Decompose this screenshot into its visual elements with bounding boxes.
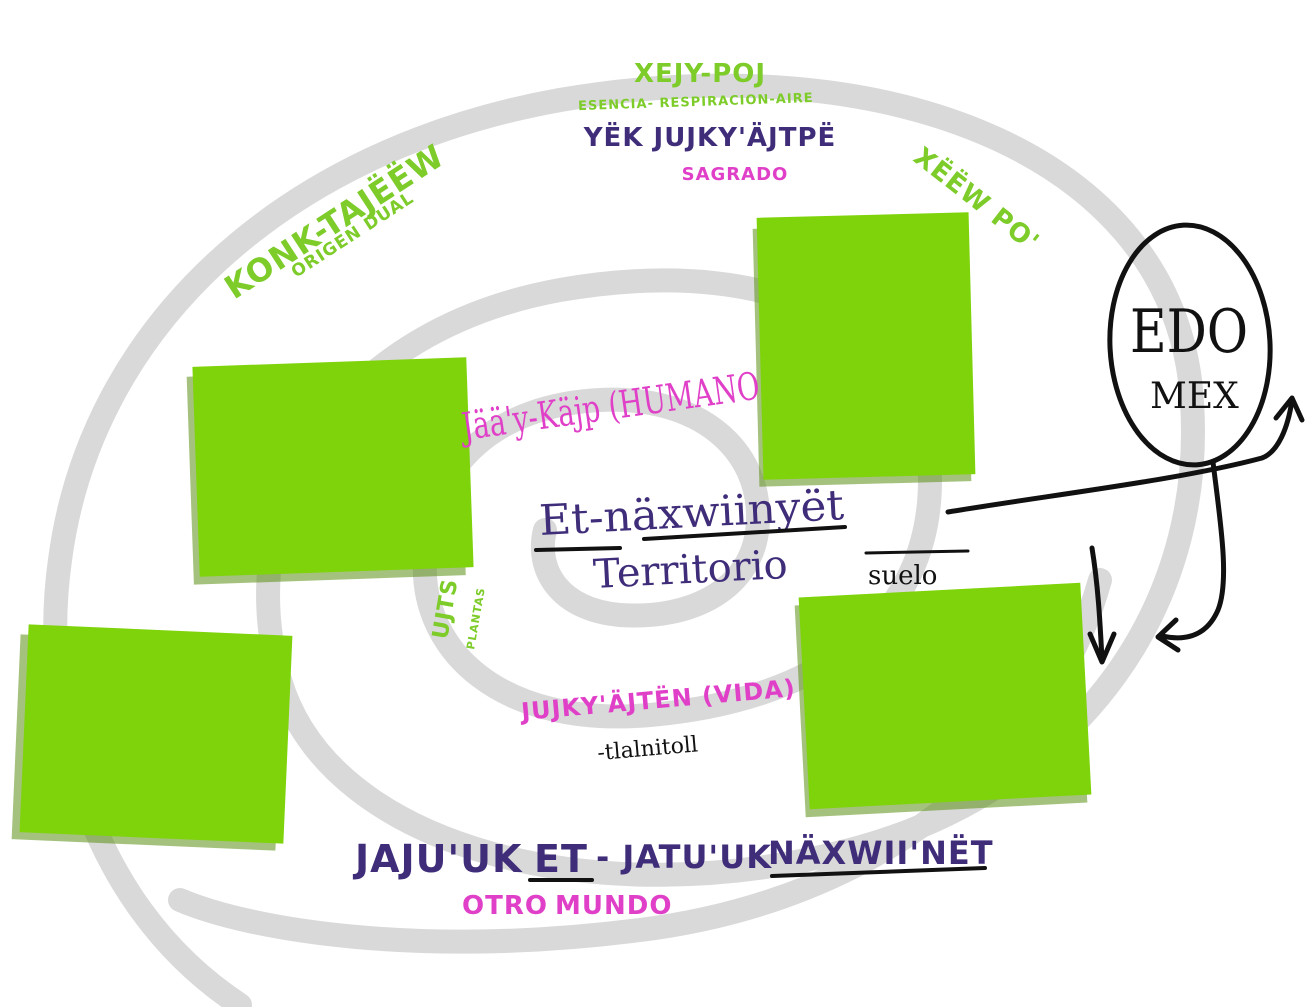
label-plantas: PLANTAS [464,586,488,650]
label-jaju-uk: JAJU'UK [352,837,523,881]
underline-et [534,546,622,552]
edo-mex-oval [1107,222,1273,468]
sticky-note-lower-right[interactable] [794,582,1092,818]
label-tlalnitoll: -tlalnitoll [596,732,699,766]
edo-mex-stem [1159,459,1227,641]
sticky-note-upper-right[interactable] [752,212,976,487]
label-jatu-uk: - JATU'UK [596,838,772,876]
sticky-note-lower-left[interactable] [11,624,293,851]
sticky-note-upper-left[interactable] [186,357,474,585]
edo-mex-figure [945,222,1305,665]
arrow-head-left [1155,617,1181,653]
sticky-note-body [19,624,293,844]
arrow-down [1089,545,1105,663]
arrow-head-down [1087,631,1117,665]
label-suelo: suelo [868,561,937,591]
label-edo: EDO [1130,297,1248,367]
sticky-note-body [798,582,1092,810]
underline-suelo [864,549,970,555]
underline-naxwiinyet [642,525,847,541]
arrow-head-up [1273,395,1305,423]
label-naxwii-net: NÄXWII'NËT [768,834,994,872]
label-xejy-poj: XEJY-POJ [634,59,766,89]
label-otro-mundo-b: MUNDO [555,891,672,921]
label-sagrado: SAGRADO [682,164,789,185]
underline-naxwii-net [770,866,987,878]
label-jaju-uk-line: JAJU'UK ET - JATU'UK NÄXWII'NËT [352,834,994,881]
label-mex: MEX [1150,376,1239,417]
label-territorio: Territorio [592,542,789,598]
label-jaju-et: ET [534,837,588,881]
arrow-horizontal [945,397,1295,515]
sticky-notes [11,212,1092,851]
sticky-note-body [756,212,976,480]
sticky-note-body [192,357,474,577]
label-yek-jujky: YËK JUJKY'ÄJTPË [583,121,837,153]
label-otro-mundo-a: OTRO [462,891,548,921]
